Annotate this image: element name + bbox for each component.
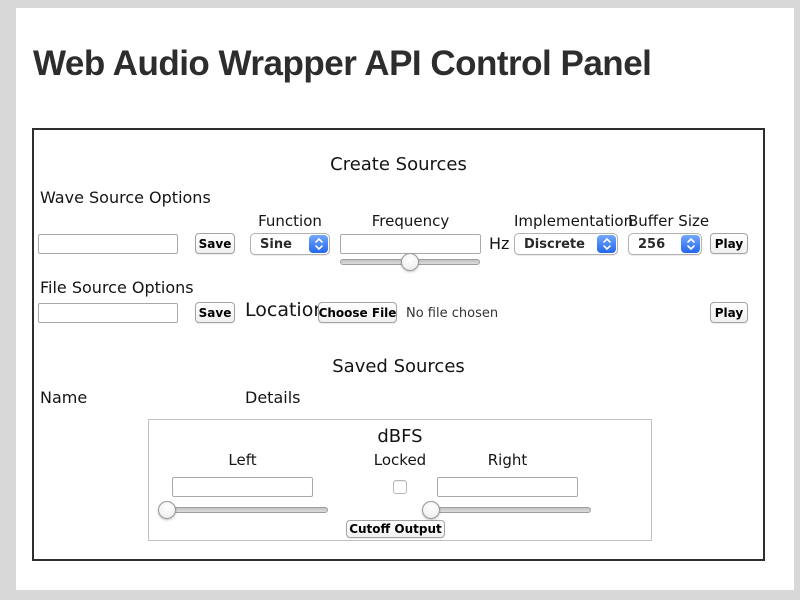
function-select-value: Sine: [260, 236, 292, 252]
right-slider-track: [425, 507, 591, 513]
name-column-header: Name: [40, 388, 88, 407]
file-play-button[interactable]: Play: [710, 302, 748, 323]
content-card: Web Audio Wrapper API Control Panel Crea…: [16, 8, 794, 590]
location-label: Location: [245, 299, 326, 321]
file-source-options-label: File Source Options: [40, 278, 194, 297]
details-column-header: Details: [245, 388, 301, 407]
left-gain-input[interactable]: [172, 477, 313, 497]
wave-source-options-label: Wave Source Options: [40, 188, 211, 207]
right-slider[interactable]: [422, 501, 591, 519]
left-slider-track: [161, 507, 328, 513]
file-save-button[interactable]: Save: [195, 302, 235, 323]
buffer-size-label: Buffer Size: [628, 212, 710, 230]
wave-save-button[interactable]: Save: [195, 233, 235, 254]
create-sources-heading: Create Sources: [330, 154, 467, 175]
choose-file-button[interactable]: Choose File: [318, 302, 397, 323]
right-gain-input[interactable]: [437, 477, 578, 497]
buffer-size-select[interactable]: 256: [628, 233, 702, 255]
wave-name-input[interactable]: [38, 234, 178, 254]
function-label: Function: [258, 212, 322, 230]
frequency-slider-thumb[interactable]: [401, 253, 419, 271]
file-name-input[interactable]: [38, 303, 178, 323]
locked-checkbox[interactable]: [393, 480, 407, 494]
dbfs-panel: dBFS Left Locked Right Cutoff Output: [148, 419, 652, 541]
file-status-text: No file chosen: [406, 306, 499, 321]
select-chevrons-icon: [681, 235, 700, 253]
select-chevrons-icon: [309, 235, 328, 253]
dbfs-heading: dBFS: [377, 426, 423, 447]
wave-play-button[interactable]: Play: [710, 233, 748, 254]
frequency-slider[interactable]: [340, 253, 480, 271]
saved-sources-heading: Saved Sources: [332, 356, 465, 377]
function-select[interactable]: Sine: [250, 233, 330, 255]
left-slider-thumb[interactable]: [158, 501, 176, 519]
frequency-unit-label: Hz: [489, 234, 510, 253]
locked-label: Locked: [373, 451, 427, 469]
implementation-label: Implementation: [514, 212, 634, 230]
control-panel-box: Create Sources Wave Source Options Funct…: [32, 128, 765, 561]
frequency-input[interactable]: [340, 234, 481, 254]
page-title: Web Audio Wrapper API Control Panel: [33, 44, 652, 83]
right-label: Right: [487, 451, 528, 469]
buffer-size-select-value: 256: [638, 236, 666, 252]
implementation-select[interactable]: Discrete: [514, 233, 618, 255]
left-slider[interactable]: [158, 501, 328, 519]
frequency-label: Frequency: [371, 212, 450, 230]
left-label: Left: [228, 451, 257, 469]
select-chevrons-icon: [597, 235, 616, 253]
implementation-select-value: Discrete: [524, 236, 585, 252]
cutoff-output-button[interactable]: Cutoff Output: [346, 520, 445, 538]
right-slider-thumb[interactable]: [422, 501, 440, 519]
